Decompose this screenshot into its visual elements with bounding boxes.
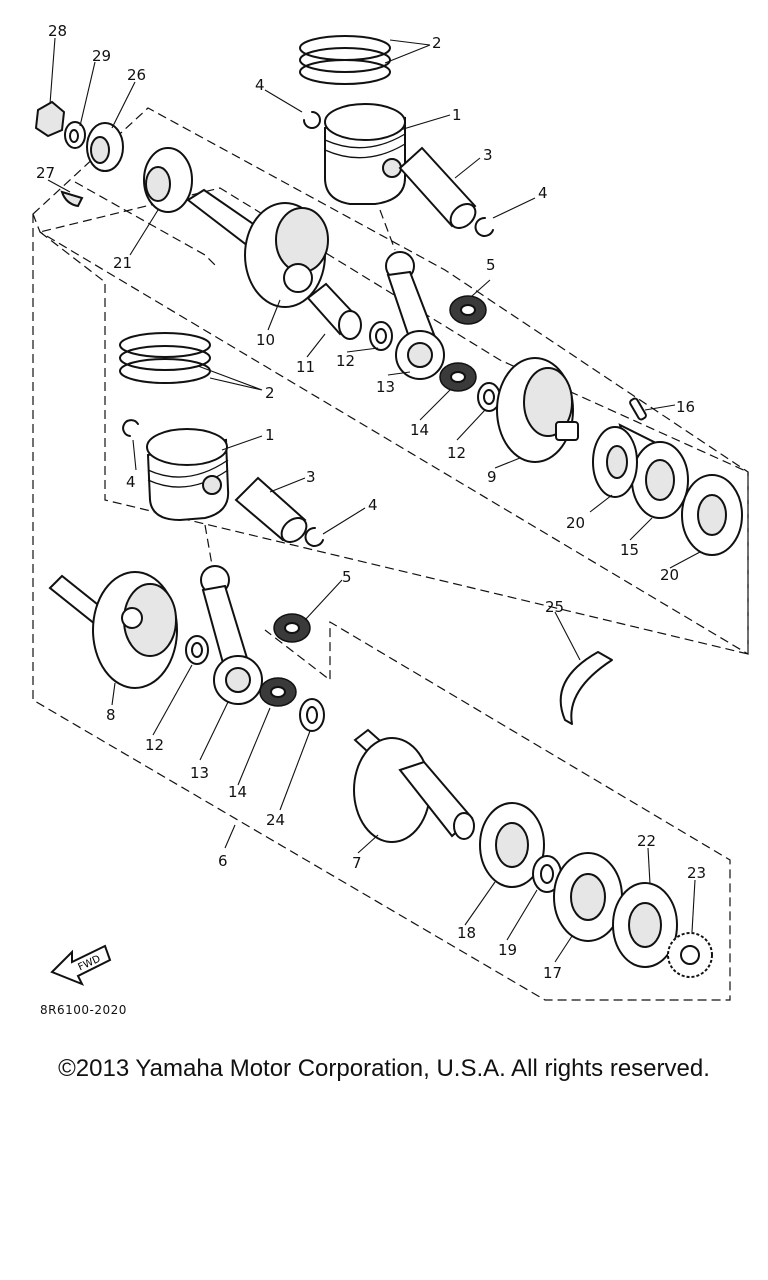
bearing-21: [143, 147, 193, 213]
piston-clip-lower-left: [122, 419, 139, 437]
washer-24: [299, 698, 325, 732]
label-13-lower: 13: [190, 764, 209, 782]
label-12-lower: 12: [145, 736, 164, 754]
label-3-top: 3: [483, 146, 493, 164]
lower-piston-conrod-guide: [204, 524, 213, 566]
label-1-top: 1: [452, 106, 462, 124]
piston-conrod-guide: [379, 209, 396, 251]
washer-29: [64, 121, 86, 149]
label-4-lower-right: 4: [368, 496, 378, 514]
label-28: 28: [48, 22, 67, 40]
piston-clip-lower-right: [304, 526, 324, 547]
circlip-25: [559, 651, 613, 725]
label-18: 18: [457, 924, 476, 942]
label-16: 16: [676, 398, 695, 416]
label-25: 25: [545, 598, 564, 616]
piston-pin-lower: [234, 476, 308, 543]
copyright-notice: ©2013 Yamaha Motor Corporation, U.S.A. A…: [58, 1055, 710, 1082]
part-number-labels: 28 29 26 27 2 4 1 3 4 21 10 11 12 5 13 1…: [36, 22, 706, 982]
label-4-top: 4: [255, 76, 265, 94]
label-1-lower: 1: [265, 426, 275, 444]
bearing-18: [479, 802, 545, 888]
drawing-code: 8R6100-2020: [40, 1003, 127, 1017]
piston-lower: [146, 428, 230, 522]
piston-rings-lower: [119, 332, 211, 384]
leader-lines: [47, 37, 701, 963]
label-14-top: 14: [410, 421, 429, 439]
washer-12-upper: [369, 321, 393, 351]
label-7: 7: [352, 854, 362, 872]
label-17: 17: [543, 964, 562, 982]
label-13-top: 13: [376, 378, 395, 396]
piston-clip-upper-left: [303, 111, 321, 129]
label-12-right: 12: [447, 444, 466, 462]
seal-20-left: [592, 426, 638, 498]
seal-20-right: [681, 474, 743, 556]
sprocket-23: [667, 932, 713, 978]
piston-pin-upper: [398, 146, 477, 229]
label-12-upper: 12: [336, 352, 355, 370]
label-9: 9: [487, 468, 497, 486]
needle-bearing-5-upper: [449, 295, 487, 325]
label-20-left: 20: [566, 514, 585, 532]
label-10: 10: [256, 331, 275, 349]
label-22: 22: [637, 832, 656, 850]
label-4-right-top: 4: [538, 184, 548, 202]
needle-bearing-14-upper: [439, 362, 477, 392]
label-14-lower: 14: [228, 783, 247, 801]
label-20-right: 20: [660, 566, 679, 584]
lower-assembly-outline: [32, 214, 731, 1001]
crank-half-left: [186, 188, 329, 308]
dowel-pin-16: [629, 397, 647, 421]
label-11: 11: [296, 358, 315, 376]
label-26: 26: [127, 66, 146, 84]
crank-half-7: [353, 728, 475, 843]
label-15: 15: [620, 541, 639, 559]
label-2-top: 2: [432, 34, 442, 52]
piston-clip-upper-right: [474, 216, 494, 237]
upper-piston-guide: [74, 181, 216, 266]
crank-pin-11: [306, 282, 362, 340]
oil-seal-22: [612, 882, 678, 968]
label-24: 24: [266, 811, 285, 829]
piston-upper: [324, 103, 406, 205]
label-23: 23: [687, 864, 706, 882]
label-5-top: 5: [486, 256, 496, 274]
connecting-rod-upper: [385, 251, 445, 380]
connecting-rod-lower: [200, 565, 263, 705]
piston-rings-upper: [299, 35, 391, 85]
crank-half-8: [48, 571, 178, 689]
woodruff-key-27: [60, 190, 84, 208]
nut-28: [34, 100, 66, 138]
exploded-parts-diagram: FWD: [32, 22, 749, 1001]
label-5-lower: 5: [342, 568, 352, 586]
inner-assembly-outline: [38, 187, 749, 655]
label-3-lower: 3: [306, 468, 316, 486]
needle-bearing-5-lower: [273, 613, 311, 643]
oil-seal-26: [86, 122, 124, 172]
label-19: 19: [498, 941, 517, 959]
label-6: 6: [218, 852, 228, 870]
label-27: 27: [36, 164, 55, 182]
label-21: 21: [113, 254, 132, 272]
label-2-lower: 2: [265, 384, 275, 402]
forward-arrow-icon: FWD: [50, 944, 112, 986]
label-4-lower-left: 4: [126, 473, 136, 491]
label-8: 8: [106, 706, 116, 724]
washer-12-lower: [185, 635, 209, 665]
bearing-17: [553, 852, 623, 942]
needle-bearing-14-lower: [259, 677, 297, 707]
washer-12-right: [477, 382, 501, 412]
crank-half-9: [496, 357, 579, 463]
label-29: 29: [92, 47, 111, 65]
